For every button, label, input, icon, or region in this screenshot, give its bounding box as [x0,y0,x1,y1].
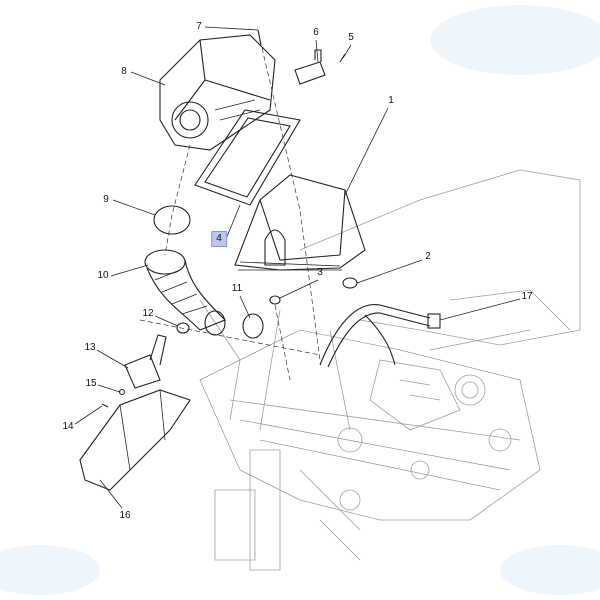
clamp-9 [153,205,191,235]
background-glow [500,545,600,595]
clamp-11 [242,313,264,339]
callout-14[interactable]: 14 [62,421,74,432]
grommet-3 [269,295,281,305]
bolt-15 [118,388,126,396]
alignment-lines [139,47,321,381]
callout-11[interactable]: 11 [231,283,243,294]
pcv-hose-17 [319,304,441,368]
callout-6[interactable]: 6 [313,27,319,38]
callout-12[interactable]: 12 [142,308,154,319]
background-glow [430,5,600,75]
screw-14 [101,403,109,408]
callout-1[interactable]: 1 [388,95,394,106]
air-cleaner-housing [234,174,366,271]
callout-7[interactable]: 7 [196,21,202,32]
air-intake-duct [144,249,226,336]
background-glow [0,545,100,595]
callout-10[interactable]: 10 [97,270,109,281]
air-filter-element [194,109,301,206]
callout-13[interactable]: 13 [84,342,96,353]
air-cleaner-cover [159,34,276,151]
callout-16[interactable]: 16 [119,510,131,521]
callout-15[interactable]: 15 [85,378,97,389]
grommet-12 [176,322,190,334]
callout-8[interactable]: 8 [121,66,127,77]
resonator-13 [124,334,167,389]
bolt-7 [257,29,262,46]
callout-2[interactable]: 2 [425,251,431,262]
grommet-2 [342,277,358,289]
mass-airflow-sensor [294,49,326,85]
callout-4-highlighted[interactable]: 4 [211,231,227,247]
callout-5[interactable]: 5 [348,32,354,43]
air-inlet-duct-16 [79,389,191,491]
callout-3[interactable]: 3 [317,267,323,278]
callout-17[interactable]: 17 [521,291,533,302]
engine-bay-background [199,169,581,571]
callout-9[interactable]: 9 [103,194,109,205]
leader-lines [74,26,521,509]
screw-5 [339,53,346,63]
